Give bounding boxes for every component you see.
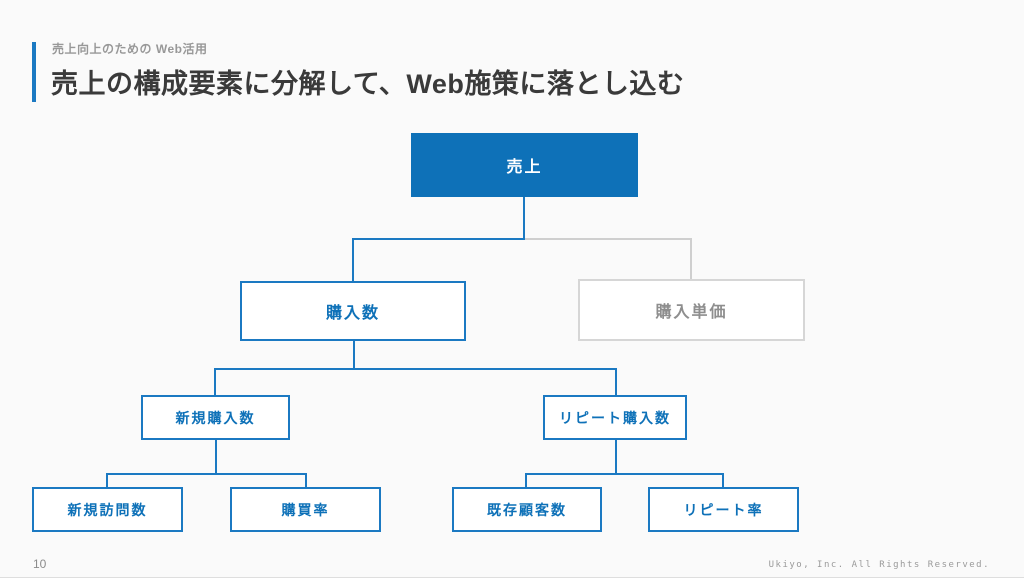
connector-sales-to-purchase-count xyxy=(352,197,525,281)
node-purchase-count: 購入数 xyxy=(240,281,466,341)
eyebrow-label: 売上向上のための Web活用 xyxy=(52,42,208,56)
slide-title: 売上の構成要素に分解して、Web施策に落とし込む xyxy=(51,69,685,99)
connector-repeat-purchases-children xyxy=(525,440,724,487)
connector-purchase-count-children xyxy=(214,341,617,395)
node-sales: 売上 xyxy=(411,133,638,197)
node-purchase-unit-price: 購入単価 xyxy=(578,279,805,341)
node-new-visits: 新規訪問数 xyxy=(32,487,183,532)
node-new-purchases: 新規購入数 xyxy=(141,395,290,440)
title-accent-bar xyxy=(32,42,36,102)
node-existing-customers: 既存顧客数 xyxy=(452,487,602,532)
copyright-text: Ukiyo, Inc. All Rights Reserved. xyxy=(768,560,990,570)
page-number: 10 xyxy=(33,557,47,571)
connector-sales-to-unit-price xyxy=(524,238,692,279)
node-purchase-rate: 購買率 xyxy=(230,487,381,532)
connector-new-purchases-children xyxy=(106,440,307,487)
node-repeat-purchases: リピート購入数 xyxy=(543,395,687,440)
node-repeat-rate: リピート率 xyxy=(648,487,799,532)
